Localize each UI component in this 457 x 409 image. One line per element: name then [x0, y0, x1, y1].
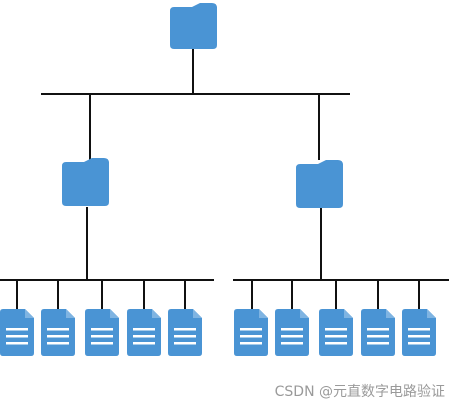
document-icon — [0, 309, 34, 356]
folder-icon — [296, 160, 343, 208]
document-icon — [41, 309, 75, 356]
document-icon — [168, 309, 202, 356]
watermark: CSDN @元直数字电路验证 — [274, 384, 445, 400]
connector-lines — [0, 46, 449, 310]
document-icon — [234, 309, 268, 356]
document-icon — [361, 309, 395, 356]
document-icon — [127, 309, 161, 356]
folder-icon — [170, 3, 217, 49]
folder-icon — [62, 158, 109, 206]
document-icon — [319, 309, 353, 356]
document-icon — [85, 309, 119, 356]
document-icon — [402, 309, 436, 356]
document-icon — [275, 309, 309, 356]
